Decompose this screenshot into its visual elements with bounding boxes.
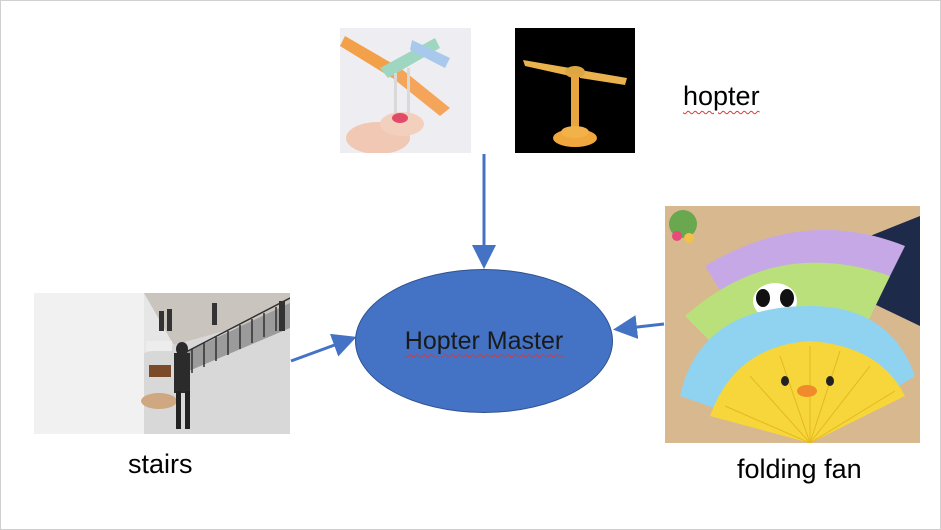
hopter-master-label: Hopter Master: [405, 327, 563, 356]
hopter-label: hopter: [683, 81, 760, 112]
stairs-photo: [34, 293, 290, 434]
toy-hopter-photo: [515, 28, 635, 153]
folding-fans-photo: [665, 206, 920, 443]
hopter-master-text: Hopter Master: [404, 326, 564, 355]
stairs-label: stairs: [128, 449, 193, 479]
hopter-label-text: hopter: [683, 81, 760, 111]
folding-fan-label: folding fan: [737, 454, 862, 484]
arrow-stairs-to-center: [290, 333, 357, 363]
arrow-fan-to-center: [613, 315, 665, 339]
hopter-master-node: Hopter Master: [355, 269, 613, 413]
paper-hopter-photo: [340, 28, 471, 153]
